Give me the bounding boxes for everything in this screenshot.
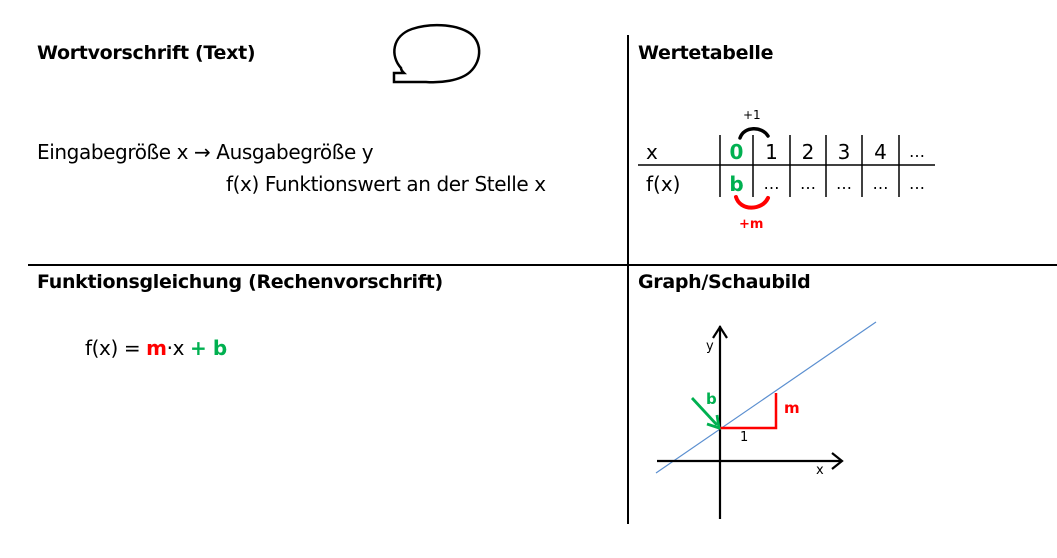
table-cell-fx-3: … bbox=[836, 174, 852, 193]
function-line bbox=[655, 321, 877, 474]
table-cell-fx-0: b bbox=[729, 172, 744, 196]
slope-label: m bbox=[784, 399, 800, 417]
run-label: 1 bbox=[740, 430, 749, 445]
intercept-label: b bbox=[706, 390, 717, 408]
equation-intercept-b: + b bbox=[189, 336, 227, 360]
function-equation: f(x) = m·x + b bbox=[85, 336, 227, 360]
table-cell-fx-ellipsis: … bbox=[909, 174, 925, 193]
x-axis-arrowhead bbox=[831, 452, 844, 470]
equation-slope-m: m bbox=[146, 336, 167, 360]
speech-bubble-icon bbox=[392, 23, 481, 84]
table-row-header-x: x bbox=[646, 140, 658, 164]
equation-lhs: f(x) = bbox=[85, 336, 147, 360]
table-cell-fx-4: … bbox=[872, 174, 889, 193]
table-cell-x-4: 4 bbox=[874, 140, 887, 164]
table-cell-x-2: 2 bbox=[801, 140, 815, 164]
horizontal-divider bbox=[28, 264, 1057, 266]
wertetabelle-title: Wertetabelle bbox=[638, 42, 774, 64]
table-row-header-fx: f(x) bbox=[646, 172, 681, 196]
input-output-text: Eingabegröße x → Ausgabegröße y bbox=[37, 140, 374, 164]
table-cell-x-ellipsis: … bbox=[909, 142, 925, 161]
y-axis-arrowhead bbox=[712, 324, 728, 339]
table-cell-x-0: 0 bbox=[729, 140, 744, 164]
step-plus-m-label: +m bbox=[739, 217, 764, 232]
table-cell-x-1: 1 bbox=[765, 140, 778, 164]
vertical-divider bbox=[627, 35, 629, 524]
slope-triangle bbox=[720, 393, 778, 430]
intercept-arrow bbox=[690, 397, 719, 426]
wortvorschrift-title: Wortvorschrift (Text) bbox=[37, 42, 256, 64]
graph-title: Graph/Schaubild bbox=[638, 271, 811, 293]
plus-one-arc-icon bbox=[738, 127, 770, 140]
plus-m-arc-icon bbox=[734, 195, 770, 210]
funktionsgleichung-title: Funktionsgleichung (Rechenvorschrift) bbox=[37, 271, 443, 293]
x-axis-label: x bbox=[816, 463, 824, 478]
intercept-arrowhead bbox=[706, 414, 721, 431]
table-cell-fx-2: … bbox=[800, 174, 816, 193]
step-plus-one-label: +1 bbox=[743, 108, 761, 122]
table-cell-x-3: 3 bbox=[837, 140, 851, 164]
function-value-text: f(x) Funktionswert an der Stelle x bbox=[226, 172, 546, 196]
equation-dot-x: ·x bbox=[166, 336, 190, 360]
table-cell-fx-1: … bbox=[763, 174, 780, 193]
y-axis-label: y bbox=[706, 339, 714, 354]
